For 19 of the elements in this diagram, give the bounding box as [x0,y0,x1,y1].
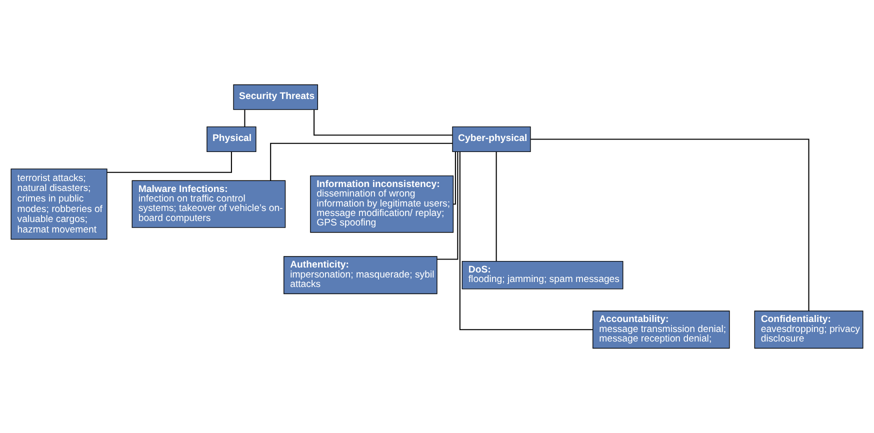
node-box: Security Threats [233,84,318,110]
connector [314,110,452,136]
connector [437,152,458,260]
node-box: terrorist attacks; natural disasters; crimes in public modes; robberies of valuable cargos; hazmat movement [10,168,108,240]
connector [496,152,497,262]
node-box: Cyber-physical [452,126,531,152]
connector [459,152,593,330]
node-box: DoS: flooding; jamming; spam messages [462,260,624,290]
node-box: Information inconsistency: dissemination of wrong information by legitimate users; message modification/ replay; GPS spoofing [310,175,454,233]
node-box: Physical [206,126,256,152]
connector [270,142,452,181]
connector [453,152,456,205]
connector [530,138,810,311]
node-box: Confidentiality: eavesdropping; privacy disclosure [754,310,864,349]
connector [244,110,246,127]
node-box: Malware Infections: infection on traffic control systems; takeover of vehicle’s on-board computers [132,180,286,228]
node-box: Authenticity: impersonation; masquerade; sybil attacks [284,256,438,294]
node-box: Accountability: message transmission denial; message reception denial; [592,310,730,349]
connector [107,152,232,173]
